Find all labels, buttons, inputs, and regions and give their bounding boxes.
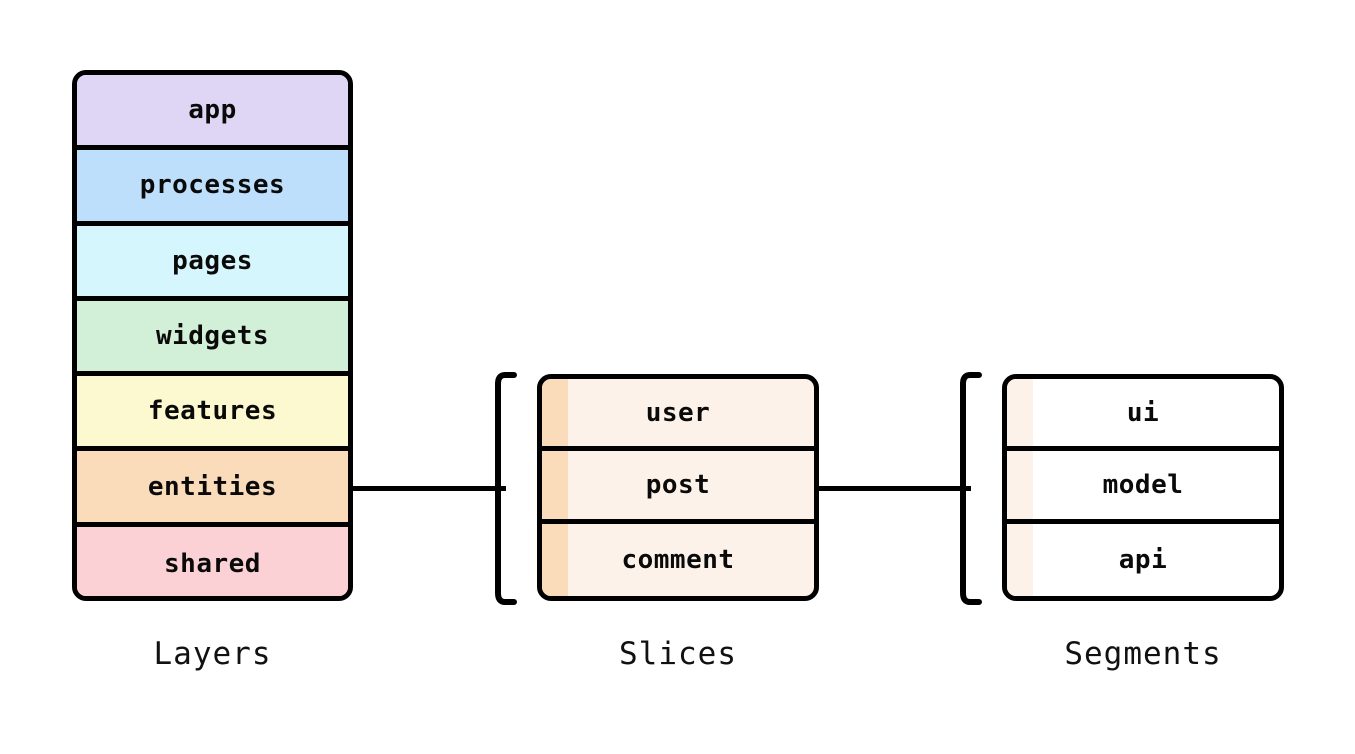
- slice-label-comment: comment: [621, 544, 735, 575]
- segment-row-ui[interactable]: ui: [1007, 379, 1279, 452]
- layer-label-entities: entities: [147, 471, 278, 502]
- segment-accent-stripe: [1007, 451, 1033, 519]
- segment-row-api[interactable]: api: [1007, 523, 1279, 596]
- slice-row-user[interactable]: user: [542, 379, 814, 452]
- slice-accent-stripe: [542, 451, 568, 519]
- caption-slices: Slices: [619, 636, 737, 672]
- layer-label-app: app: [188, 95, 237, 126]
- layer-label-features: features: [147, 396, 278, 427]
- layer-row-shared[interactable]: shared: [77, 526, 348, 596]
- slice-row-post[interactable]: post: [542, 451, 814, 524]
- layer-row-entities[interactable]: entities: [77, 451, 348, 527]
- slices-stack: user post comment: [537, 374, 819, 601]
- segment-accent-stripe: [1007, 379, 1033, 447]
- segment-label-api: api: [1118, 544, 1168, 575]
- segment-label-model: model: [1102, 469, 1184, 500]
- slice-accent-stripe: [542, 523, 568, 596]
- caption-layers: Layers: [153, 636, 272, 672]
- bracket-slices-icon: [494, 372, 520, 605]
- segment-label-ui: ui: [1126, 397, 1160, 428]
- layer-row-features[interactable]: features: [77, 376, 348, 452]
- slice-label-post: post: [645, 469, 711, 500]
- layer-label-widgets: widgets: [155, 321, 270, 352]
- layer-row-widgets[interactable]: widgets: [77, 300, 348, 377]
- layer-label-shared: shared: [164, 549, 261, 580]
- slice-accent-stripe: [542, 379, 568, 447]
- connector-post-to-segments: [816, 486, 971, 491]
- segments-stack: ui model api: [1002, 374, 1284, 601]
- segment-accent-stripe: [1007, 523, 1033, 596]
- segment-row-model[interactable]: model: [1007, 451, 1279, 524]
- bracket-segments-icon: [959, 372, 985, 605]
- layer-label-pages: pages: [172, 245, 253, 276]
- layers-stack: app processes pages widgets features ent…: [72, 70, 353, 601]
- layer-row-processes[interactable]: processes: [77, 150, 348, 226]
- slice-row-comment[interactable]: comment: [542, 523, 814, 596]
- slice-label-user: user: [645, 397, 711, 428]
- layer-label-processes: processes: [139, 170, 286, 201]
- caption-segments: Segments: [1064, 636, 1222, 672]
- connector-entities-to-slices: [350, 486, 506, 491]
- layer-row-pages[interactable]: pages: [77, 225, 348, 301]
- layer-row-app[interactable]: app: [77, 75, 348, 151]
